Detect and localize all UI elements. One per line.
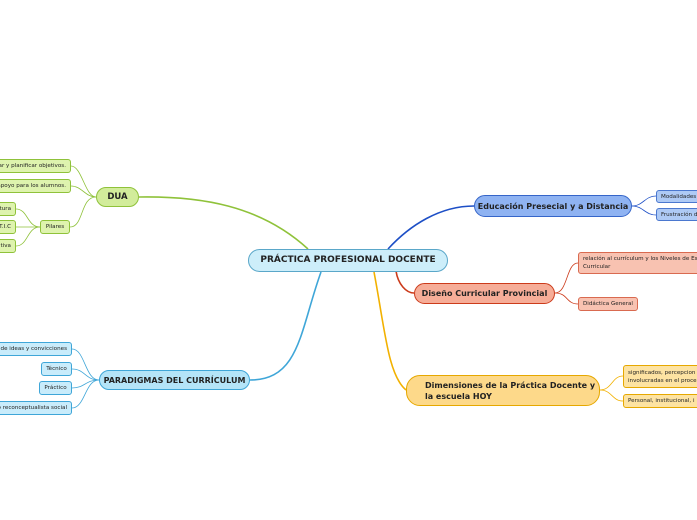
link-root-educacion — [387, 205, 475, 250]
link-root-diseno — [395, 270, 415, 294]
branch-dua[interactable]: DUA — [96, 187, 139, 207]
link-educacion-2 — [631, 205, 657, 216]
link-dimensiones-2 — [599, 389, 624, 402]
dua-pilares[interactable]: Pilares — [40, 220, 70, 234]
link-dimensiones-1 — [599, 375, 624, 391]
link-educacion-1 — [631, 195, 657, 207]
pilares-item-3[interactable]: tiva — [0, 239, 16, 253]
link-diseno-1 — [554, 262, 579, 294]
link-pilares-1 — [15, 208, 41, 228]
link-pilares-3 — [15, 226, 41, 247]
dua-item-1[interactable]: ar y planificar objetivos. — [0, 159, 71, 173]
link-root-dua — [138, 196, 309, 250]
paradigmas-item-4[interactable]: o reconceptualista social — [0, 401, 72, 415]
link-diseno-2 — [554, 292, 579, 305]
link-paradigmas-2 — [71, 368, 100, 381]
link-dua-pilares — [69, 196, 97, 228]
diseno-item-1[interactable]: relación al currículum y los Niveles de … — [578, 252, 697, 274]
paradigmas-item-1[interactable]: de ideas y convicciones — [0, 342, 72, 356]
link-paradigmas-1 — [71, 348, 100, 381]
link-dua-1 — [70, 165, 97, 198]
dua-item-2[interactable]: apoyo para los alumnos. — [0, 179, 71, 193]
link-root-paradigmas — [249, 271, 322, 381]
branch-dimensiones[interactable]: Dimensiones de la Práctica Docente y la … — [406, 375, 600, 406]
root-node[interactable]: PRÁCTICA PROFESIONAL DOCENTE — [248, 249, 448, 272]
link-root-dimensiones — [373, 271, 407, 391]
dimensiones-item-1[interactable]: significados, percepcion involucradas en… — [623, 365, 697, 388]
link-dua-2 — [70, 185, 97, 198]
branch-educacion[interactable]: Educación Presecial y a Distancia — [474, 195, 632, 217]
paradigmas-item-2[interactable]: Técnico — [41, 362, 72, 376]
link-paradigmas-4 — [71, 379, 100, 409]
pilares-item-2[interactable]: T.I.C — [0, 220, 16, 234]
branch-diseno[interactable]: Diseño Curricular Provincial — [414, 283, 555, 304]
educacion-item-2[interactable]: Frustración d — [656, 208, 697, 221]
diseno-item-2[interactable]: Didáctica General — [578, 297, 638, 311]
paradigmas-item-3[interactable]: Práctico — [39, 381, 72, 395]
pilares-item-1[interactable]: tura — [0, 202, 16, 216]
dimensiones-item-2[interactable]: Personal, institucional, i — [623, 394, 697, 408]
educacion-item-1[interactable]: Modalidades — [656, 190, 697, 203]
branch-paradigmas[interactable]: PARADIGMAS DEL CURRÍCULUM — [99, 370, 250, 390]
